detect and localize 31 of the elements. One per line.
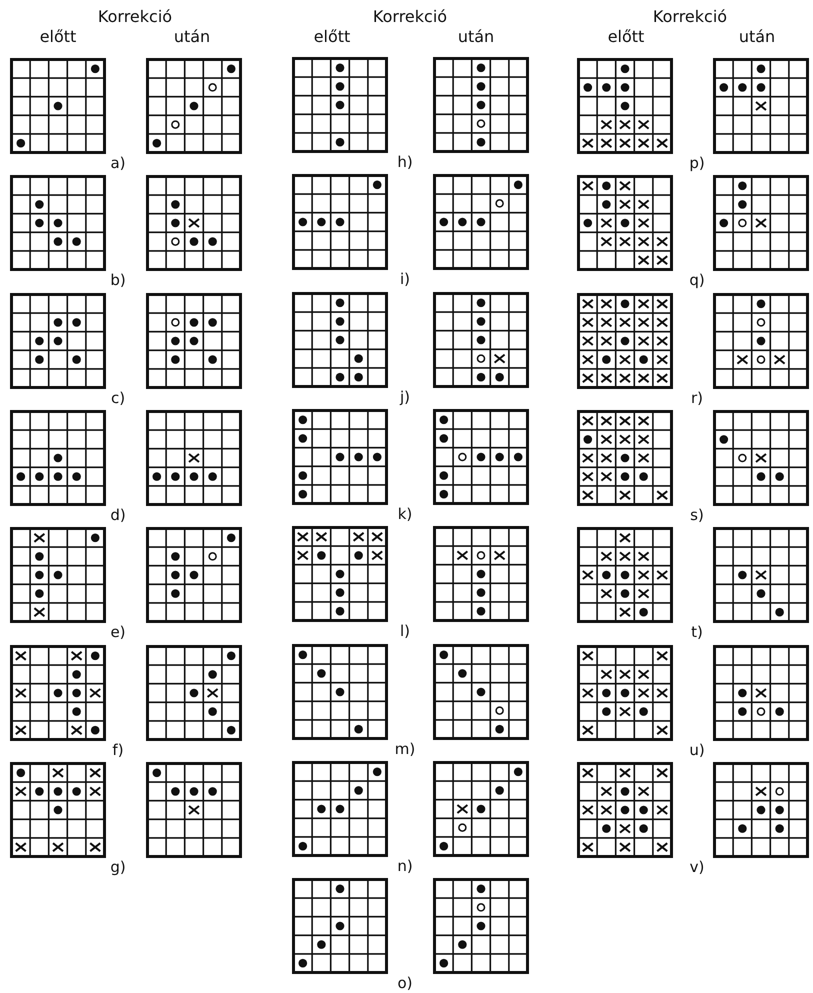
panel-label: k) bbox=[398, 506, 412, 522]
panel-label: r) bbox=[690, 390, 704, 406]
column-subheading: előtt bbox=[608, 29, 644, 45]
panel-label: n) bbox=[397, 858, 413, 874]
column-heading: Korrekció bbox=[652, 9, 728, 25]
panel-label: p) bbox=[689, 155, 705, 171]
column-subheading: előtt bbox=[40, 29, 76, 45]
panel-label: u) bbox=[689, 742, 705, 758]
panel-label: c) bbox=[110, 390, 126, 406]
column-heading: Korrekció bbox=[372, 9, 448, 25]
panel-label: i) bbox=[400, 271, 410, 288]
panel-label: b) bbox=[110, 272, 126, 288]
panel-label: f) bbox=[112, 742, 124, 758]
panel-label: h) bbox=[397, 154, 413, 170]
column-heading: Korrekció bbox=[98, 9, 172, 25]
panel-label: s) bbox=[690, 506, 704, 523]
panel-label: g) bbox=[110, 858, 126, 875]
panel-label: e) bbox=[110, 624, 126, 640]
panel-label: j) bbox=[400, 388, 410, 405]
panel-label: v) bbox=[690, 858, 704, 875]
column-subheading: után bbox=[458, 29, 494, 45]
panel-label: o) bbox=[397, 975, 413, 992]
column-subheading: után bbox=[738, 29, 776, 45]
panel-label: d) bbox=[110, 506, 126, 523]
panel-label: l) bbox=[400, 623, 410, 640]
panel-label: a) bbox=[110, 155, 126, 171]
panel-label: q) bbox=[689, 272, 705, 288]
panel-label: m) bbox=[394, 740, 416, 756]
column-subheading: után bbox=[174, 29, 210, 45]
panel-label: t) bbox=[691, 624, 703, 640]
column-subheading: előtt bbox=[314, 29, 350, 45]
